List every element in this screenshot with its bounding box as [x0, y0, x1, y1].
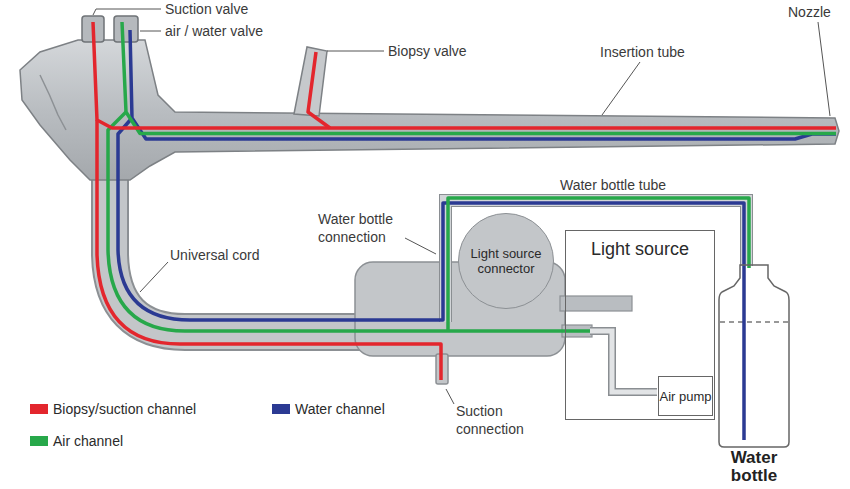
air-hose [590, 331, 657, 392]
connector-circle: Light source connector [458, 213, 554, 309]
legend-text: Biopsy/suction channel [53, 400, 196, 418]
scope-body [20, 40, 839, 180]
handle-contour [40, 75, 66, 130]
node-title: Air pump [659, 389, 711, 404]
bottle-outline [718, 264, 790, 448]
legend-swatch [30, 436, 48, 446]
air-channel [108, 22, 836, 331]
biopsy-suction-channel [93, 22, 836, 380]
part-label: Water bottle tube [560, 176, 666, 194]
air-hose-outline [590, 331, 657, 392]
light-source-box: Light sourceAir pump [565, 230, 715, 420]
universal-cord-outline [110, 165, 362, 332]
water-bottle-tube-outline [446, 201, 747, 323]
part-label: Biopsy valve [388, 42, 467, 60]
universal-cord [110, 165, 362, 332]
part-label: Suction connection [456, 402, 556, 438]
bottle-shape [719, 265, 789, 447]
part-label: Insertion tube [600, 43, 685, 61]
part-label: Water bottle connection [318, 210, 418, 246]
water-channel [118, 30, 836, 440]
part-label: air / water valve [165, 22, 263, 40]
water-bottle: Water bottle [718, 264, 790, 448]
node-title: Light source connector [463, 246, 549, 276]
legend-swatch [30, 404, 48, 414]
connector-prong [560, 296, 632, 311]
part-label: Suction valve [165, 0, 248, 18]
air-water-valve [114, 16, 138, 42]
legend-text: Water channel [295, 400, 385, 418]
part-label: Nozzle [788, 3, 831, 21]
node-title: Light source [566, 239, 714, 259]
part-label: Universal cord [170, 246, 259, 264]
legend-text: Air channel [53, 432, 123, 450]
legend-swatch [272, 404, 290, 414]
water-bottle-tube [446, 201, 747, 323]
node-title: Water bottle [712, 449, 796, 485]
air-pump-box: Air pump [658, 376, 713, 416]
water-level [720, 321, 788, 323]
